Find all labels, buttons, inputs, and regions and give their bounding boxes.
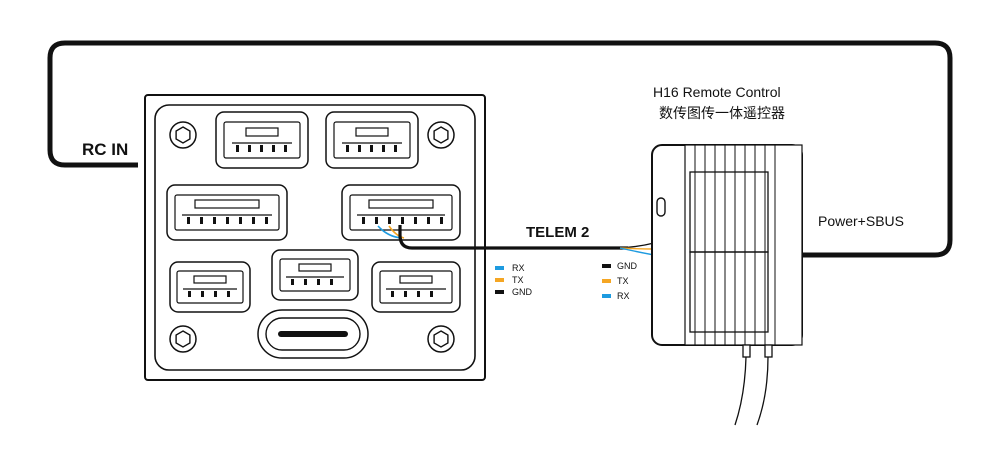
telem2-label: TELEM 2 [526, 224, 589, 241]
antenna-cable-left [734, 356, 747, 426]
legend-right-swatch-tx [602, 279, 611, 283]
telem2-cable [398, 225, 628, 250]
connector-top-right [325, 111, 419, 169]
legend-right: GND TX RX [602, 261, 638, 301]
legend-right-swatch-gnd [602, 264, 611, 268]
screw-hole-top-right [427, 121, 455, 149]
legend-left-label-tx: TX [512, 275, 524, 285]
legend-left: RX TX GND [495, 263, 533, 297]
legend-right-label-tx: TX [617, 276, 629, 286]
remote-title-cn: 数传图传一体遥控器 [659, 105, 785, 121]
legend-left-swatch-tx [495, 278, 504, 282]
rc-in-label: RC IN [82, 140, 128, 159]
screw-hole-bottom-right [427, 325, 455, 353]
fc-tx-wire [388, 225, 405, 239]
legend-right-label-gnd: GND [617, 261, 638, 271]
side-button [656, 197, 666, 217]
connector-bottom-left [169, 261, 251, 313]
legend-left-swatch-rx [495, 266, 504, 270]
usb-c-port [257, 309, 369, 359]
connector-top-left [215, 111, 309, 169]
connector-bottom-center [271, 249, 359, 301]
flight-controller [144, 94, 486, 381]
rc-gnd-wire [619, 242, 655, 249]
screw-hole-top-left [169, 121, 197, 149]
h16-remote-control [651, 144, 803, 358]
connector-bottom-right [371, 261, 461, 313]
legend-left-swatch-gnd [495, 290, 504, 294]
connector-middle-left [166, 184, 288, 241]
remote-title-en: H16 Remote Control [653, 84, 781, 100]
legend-right-swatch-rx [602, 294, 611, 298]
antenna-cable-right [756, 356, 769, 426]
legend-left-label-rx: RX [512, 263, 525, 273]
power-sbus-label: Power+SBUS [818, 213, 904, 229]
legend-right-label-rx: RX [617, 291, 630, 301]
screw-hole-bottom-left [169, 325, 197, 353]
legend-left-label-gnd: GND [512, 287, 533, 297]
rc-in-cable [47, 40, 953, 258]
